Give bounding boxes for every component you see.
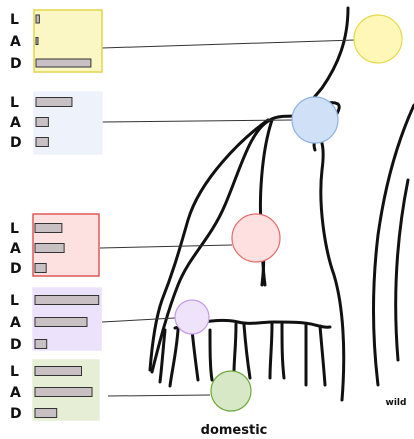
bar-d <box>36 138 48 147</box>
bar-a <box>35 244 64 253</box>
lad-letter-a: A <box>10 34 21 50</box>
drop-5 <box>234 324 236 372</box>
label-domestic: domestic <box>201 423 268 438</box>
lad-panel-1: LAD <box>10 10 102 72</box>
node-circle-blue <box>292 97 338 143</box>
lad-letter-d: D <box>10 135 22 151</box>
bar-a <box>35 388 92 397</box>
bar-d <box>35 340 47 349</box>
label-wild: wild <box>386 398 407 408</box>
lad-letter-l: L <box>10 12 19 28</box>
node-circle-pink <box>232 214 280 262</box>
lad-panel-2: LAD <box>10 92 102 154</box>
lad-letter-d: D <box>10 56 22 72</box>
bar-a <box>36 118 48 127</box>
bar-d <box>36 59 91 67</box>
bar-l <box>35 224 62 233</box>
connector-5 <box>108 395 210 396</box>
lad-letter-d: D <box>10 337 22 353</box>
bar-l <box>36 98 72 107</box>
bar-l <box>35 296 99 305</box>
tree-branches <box>150 8 414 400</box>
connector-3 <box>100 245 232 248</box>
drop-7 <box>270 324 272 378</box>
node-circle-green <box>211 371 251 411</box>
lad-letter-a: A <box>10 385 21 401</box>
branch-far-right <box>374 105 414 385</box>
bar-l <box>35 367 82 376</box>
lad-letter-l: L <box>10 364 19 380</box>
drop-8 <box>282 324 284 378</box>
bar-d <box>35 264 46 273</box>
lad-letter-l: L <box>10 95 19 111</box>
drop-10 <box>320 326 325 385</box>
lad-panel-3: LAD <box>10 214 99 277</box>
drop-4 <box>210 330 212 380</box>
lad-letter-d: D <box>10 406 22 422</box>
connector-1 <box>102 40 355 48</box>
lad-panel-4: LAD <box>10 288 101 353</box>
lad-letter-l: L <box>10 293 19 309</box>
lad-letter-a: A <box>10 315 21 331</box>
bar-d <box>35 409 57 418</box>
lad-letter-a: A <box>10 241 21 257</box>
lad-panel-5: LAD <box>10 360 99 422</box>
branch-far-right-2 <box>396 180 408 360</box>
node-circle-yellow <box>354 15 402 63</box>
bar-a <box>36 38 38 45</box>
lad-letter-l: L <box>10 221 19 237</box>
bar-l <box>36 15 39 23</box>
drop-3 <box>192 330 198 380</box>
drop-6 <box>244 325 250 378</box>
lad-letter-a: A <box>10 115 21 131</box>
lad-letter-d: D <box>10 261 22 277</box>
drop-2 <box>170 330 178 386</box>
bar-a <box>35 318 87 327</box>
node-circle-purple <box>175 300 209 334</box>
connector-4 <box>102 318 175 322</box>
